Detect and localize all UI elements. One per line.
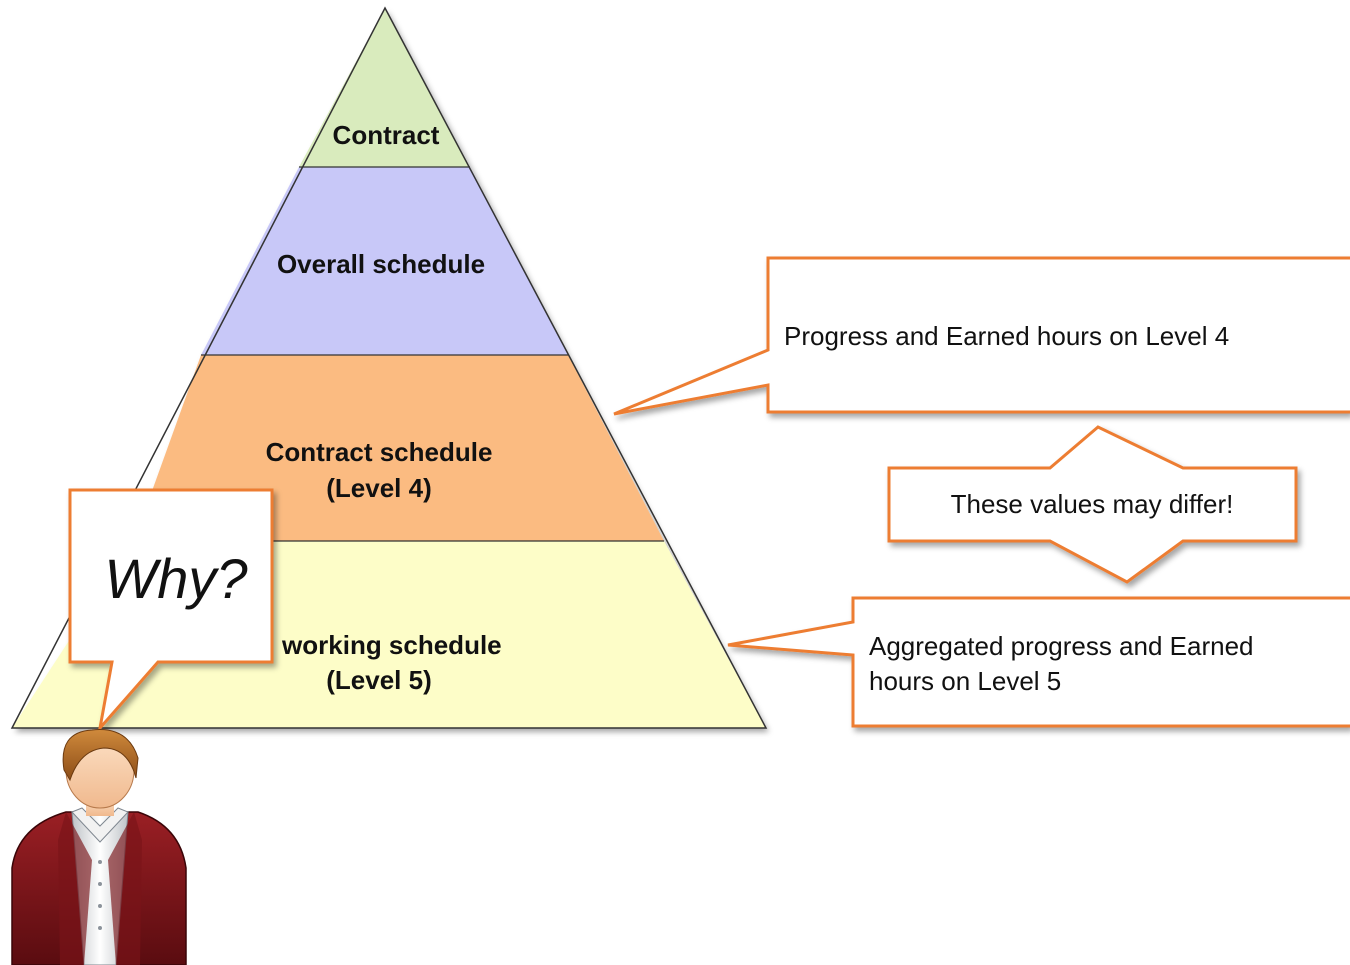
businessman-avatar-icon bbox=[11, 729, 187, 965]
pyramid-outline bbox=[10, 6, 768, 729]
callout-level5: Aggregated progress and Earned hours on … bbox=[727, 596, 1350, 728]
callout-level5-text-line2: hours on Level 5 bbox=[869, 666, 1061, 696]
speech-bubble: Why? bbox=[68, 488, 274, 734]
callout-differ-shape bbox=[887, 425, 1298, 584]
pyramid-label-level5-line2: (Level 5) bbox=[326, 665, 432, 695]
pyramid-contract bbox=[299, 8, 470, 167]
speech-bubble-text: Why? bbox=[104, 547, 247, 610]
callout-level4-shape bbox=[613, 256, 1350, 416]
callout-level5-text-line1: Aggregated progress and Earned bbox=[869, 631, 1254, 661]
pyramid-label-level5-line1: il working schedule bbox=[260, 630, 501, 660]
pyramid-label-overall: Overall schedule bbox=[277, 249, 485, 279]
pyramid-overall bbox=[201, 167, 568, 355]
pyramid-label-level4-line1: Contract schedule bbox=[266, 437, 493, 467]
pyramid-label-level4-line2: (Level 4) bbox=[326, 473, 432, 503]
callout-differ: These values may differ! bbox=[887, 425, 1298, 584]
speech-bubble-shape bbox=[68, 488, 274, 734]
callout-level5-shape bbox=[727, 596, 1350, 728]
callout-differ-text: These values may differ! bbox=[951, 489, 1234, 519]
pyramid: Contract Overall schedule Contract sched… bbox=[10, 6, 768, 729]
pyramid-label-contract: Contract bbox=[333, 120, 440, 150]
callout-level4-text: Progress and Earned hours on Level 4 bbox=[784, 321, 1229, 351]
callout-level4: Progress and Earned hours on Level 4 bbox=[613, 256, 1350, 416]
